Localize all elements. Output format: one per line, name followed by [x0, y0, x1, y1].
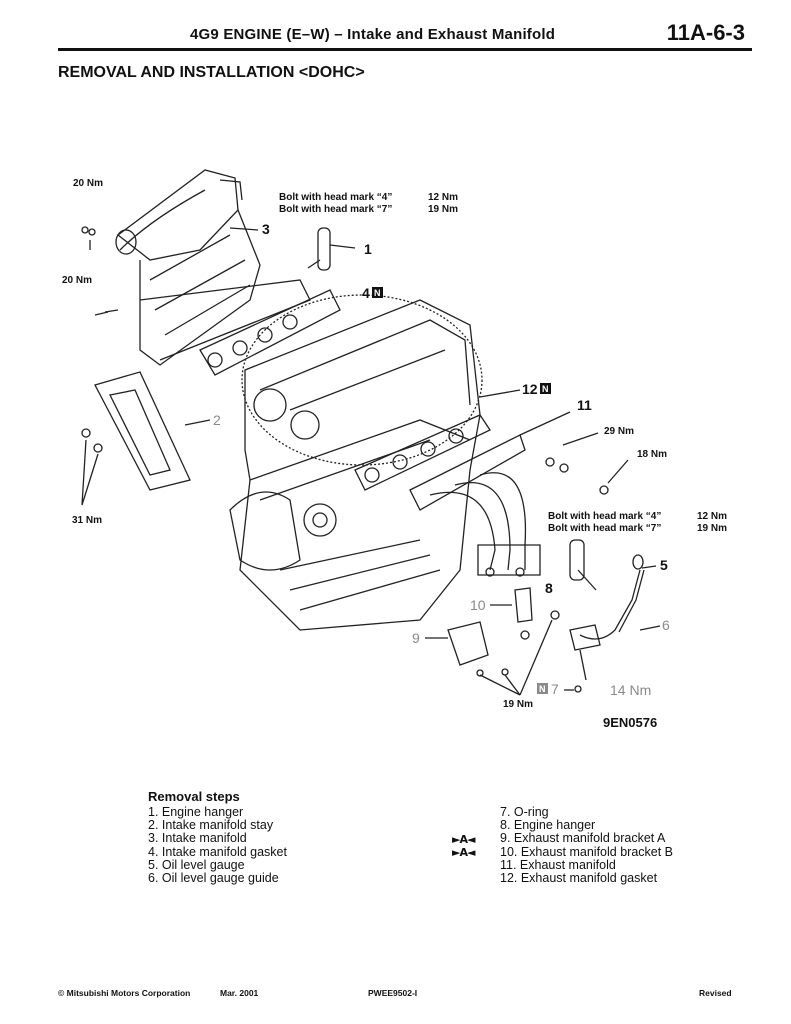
new-part-mark-7: [537, 683, 548, 694]
torque-19nm-label: 19 Nm: [503, 699, 533, 710]
removal-steps-heading: Removal steps: [148, 789, 240, 804]
callout-10: 10: [470, 597, 486, 613]
list-item: 11. Exhaust manifold: [500, 857, 616, 872]
bolt-spec-right-mark4-torque: 12 Nm: [697, 511, 727, 522]
callout-1: 1: [364, 241, 372, 257]
new-part-mark-4-letter: N: [374, 288, 381, 298]
list-item: 5. Oil level gauge: [148, 857, 245, 872]
callout-12: 12: [522, 381, 538, 397]
list-item: 9. Exhaust manifold bracket A: [500, 831, 666, 846]
new-part-mark-12: [540, 383, 551, 394]
header-title: 4G9 ENGINE (E–W) – Intake and Exhaust Ma…: [190, 26, 556, 43]
page-number: 11A-6-3: [666, 20, 745, 45]
callout-2: 2: [213, 412, 221, 428]
footer-status: Revised: [699, 988, 732, 998]
new-part-mark-12-letter: N: [542, 384, 549, 394]
callout-4: 4: [362, 285, 370, 301]
torque-20nm-side-label: 20 Nm: [62, 275, 92, 286]
removal-steps-left: 1. Engine hanger 2. Intake manifold stay…: [148, 805, 287, 886]
list-item: 8. Engine hanger: [500, 818, 596, 833]
new-part-mark-7-letter: N: [539, 684, 546, 694]
callout-7: 7: [551, 681, 559, 697]
section-title: REMOVAL AND INSTALLATION <DOHC>: [58, 64, 365, 81]
list-item: 4. Intake manifold gasket: [148, 844, 287, 859]
torque-14nm-label: 14 Nm: [610, 682, 651, 698]
bolt-spec-right-mark4: Bolt with head mark “4”: [548, 511, 661, 522]
callout-3: 3: [262, 221, 270, 237]
list-item: 12. Exhaust manifold gasket: [500, 871, 658, 886]
torque-20nm-top-label: 20 Nm: [73, 178, 103, 189]
list-item: 6. Oil level gauge guide: [148, 871, 279, 886]
torque-31nm-label: 31 Nm: [72, 515, 102, 526]
bolt-spec-right-mark7: Bolt with head mark “7”: [548, 523, 661, 534]
callout-9: 9: [412, 630, 420, 646]
footer-date: Mar. 2001: [220, 988, 259, 998]
list-item: 2. Intake manifold stay: [148, 818, 274, 833]
exploded-view-diagram: 20 Nm 20 Nm 31 Nm 29 Nm 18 Nm 19 Nm 14 N…: [62, 169, 727, 730]
callout-8: 8: [545, 580, 553, 596]
installation-marker-a-step10: ►A◄: [452, 846, 475, 859]
callout-5: 5: [660, 557, 668, 573]
figure-code: 9EN0576: [603, 715, 657, 730]
header-rule: [58, 48, 752, 51]
bolt-spec-top-mark4-torque: 12 Nm: [428, 192, 458, 203]
callout-6: 6: [662, 617, 670, 633]
list-item: 1. Engine hanger: [148, 805, 244, 819]
list-item: 3. Intake manifold: [148, 831, 247, 846]
bolt-spec-right-mark7-torque: 19 Nm: [697, 523, 727, 534]
bolt-spec-top-mark7: Bolt with head mark “7”: [279, 204, 392, 215]
new-part-mark-4: [372, 287, 383, 298]
removal-steps-right: 7. O-ring 8. Engine hanger 9. Exhaust ma…: [500, 805, 674, 886]
callout-11: 11: [577, 397, 592, 413]
list-item: 7. O-ring: [500, 805, 549, 819]
torque-29nm-label: 29 Nm: [604, 426, 634, 437]
torque-18nm-label: 18 Nm: [637, 449, 667, 460]
diagram-linework: [81, 169, 661, 696]
footer-code: PWEE9502-I: [368, 988, 418, 998]
bolt-spec-top-mark4: Bolt with head mark “4”: [279, 192, 392, 203]
bolt-spec-top-mark7-torque: 19 Nm: [428, 204, 458, 215]
list-item: 10. Exhaust manifold bracket B: [500, 844, 674, 859]
footer-copyright: © Mitsubishi Motors Corporation: [58, 988, 191, 998]
installation-marker-a-step9: ►A◄: [452, 833, 475, 846]
